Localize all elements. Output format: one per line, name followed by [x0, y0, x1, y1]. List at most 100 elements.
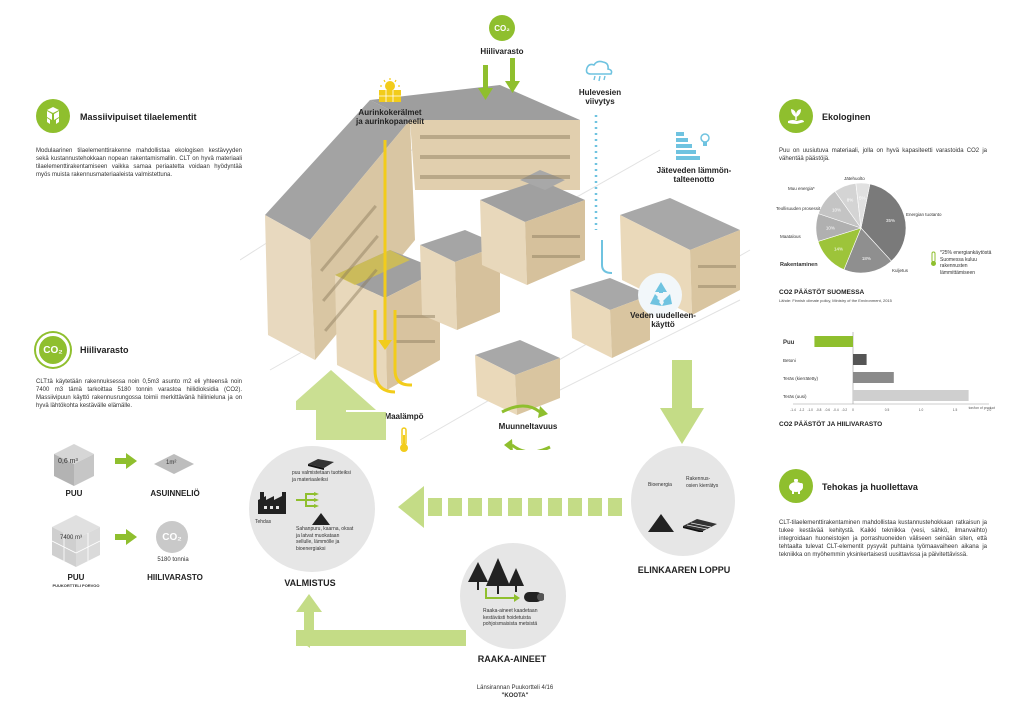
storm-label: Hulevesien viivytys [578, 88, 622, 107]
pie-slice [855, 182, 871, 229]
flow-arrow-left [296, 630, 466, 648]
massive-text: Modulaarinen tilaelementtirakenne mahdol… [36, 148, 242, 179]
carbon-title: Hiilivarasto [80, 345, 129, 355]
cube2-label: PUU [67, 573, 85, 582]
efficient-text: CLT-tilaelementtirakentaminen mahdollist… [779, 520, 987, 559]
bar-unit-label: ton/ton of product [969, 406, 995, 410]
building-illustration [240, 58, 751, 450]
co2-gray-icon: CO₂ [156, 521, 188, 553]
thermometer-icon [400, 427, 408, 452]
bar-tick-label: 1.0 [919, 408, 924, 412]
energy-rating-icon [676, 132, 710, 160]
flow-arrow-down [660, 360, 704, 444]
bar-category-label: Puu [783, 340, 795, 346]
thermometer-small-icon [931, 251, 936, 266]
raw-materials-note: Raaka-aineet kaadetaan kestävästi hoidet… [483, 608, 538, 627]
wood-stack-icon [51, 515, 101, 567]
manufacturing-title: VALMISTUS [284, 578, 336, 588]
emissions-pie-chart: 35% Energian tuotanto 18% Kuljetus 14% Rakent… [776, 176, 942, 274]
pie-category-label: Jätehuolto [844, 176, 865, 181]
log-transport-icon [485, 588, 544, 602]
plant-hand-icon [779, 99, 813, 133]
co2-value: 5180 tonnia [157, 557, 189, 563]
bar-title: CO2 PÄÄSTÖT JA HIILIVARASTO [779, 421, 883, 428]
carbon-text: CLT:tä käytetään rakennuksessa noin 0,5m… [36, 379, 242, 410]
raw-materials-circle [460, 543, 566, 649]
bar-rect [853, 390, 969, 401]
bar-rect [814, 336, 853, 347]
solar-label: Aurinkokerälmet ja aurinkopaneelit [355, 108, 425, 127]
floor-tile-icon [154, 454, 194, 474]
wood-cube-icon [54, 444, 94, 486]
bioenergy-label: Bioenergia [648, 482, 672, 488]
flexibility-label: Muunneltavuus [498, 422, 558, 431]
cube2-sub: PUUKORTTELI PORVOO [52, 583, 100, 588]
piggy-bank-icon [779, 469, 813, 503]
bar-category-label: Teräs (uusi) [783, 394, 807, 399]
pie-slice [843, 227, 892, 274]
geothermal-label: Maalämpö [384, 412, 424, 421]
pie-note: *25% energiankäytöstä Suomessa kuluu rak… [940, 250, 992, 276]
pie-category-label: Kuljetus [892, 268, 909, 273]
manufacturing-note2: Sahanpuru, kaarna, oksat ja latvat muoka… [296, 526, 354, 552]
footer-line1: Länsirannan Puukortteli 4/16 [476, 685, 554, 691]
bar-tick-label: -0.8 [816, 408, 822, 412]
sawdust-pile-icon [312, 513, 330, 525]
lumber-icon [308, 459, 334, 470]
pie-value-label: 10% [832, 208, 841, 213]
pie-source: Lähde: Finnish climate policy, Ministry … [779, 298, 892, 303]
cube1-label: PUU [65, 489, 83, 498]
bar-tick-label: 1.5 [953, 408, 958, 412]
pie-category-label: Muu energia* [788, 186, 815, 191]
flat-value: 1m² [166, 460, 177, 466]
recycle-parts-label: Rakennus-osien kierrätys [686, 476, 719, 489]
pie-value-label: 18% [862, 256, 871, 261]
massive-title: Massiivipuiset tilaelementit [80, 112, 197, 122]
pie-slice [860, 183, 907, 262]
pie-value-label: 10% [826, 226, 835, 231]
bar-tick-label: 0.5 [885, 408, 890, 412]
flat-label: ASUINNELIÖ [150, 489, 200, 498]
flow-arrow-up [296, 370, 386, 440]
flow-arrow-dotted [398, 486, 622, 528]
factory-icon [258, 492, 286, 514]
raw-materials-title: RAAKA-AINEET [477, 654, 547, 664]
forest-icon [468, 558, 524, 594]
pie-title: CO2 PÄÄSTÖT SUOMESSA [779, 289, 865, 296]
pie-category-label: Teollisuuden prosessit [776, 206, 821, 211]
end-of-life-circle [631, 446, 735, 556]
pie-category-label: Rakentaminen [780, 262, 818, 268]
timber-stack-icon [683, 519, 717, 532]
co2-top-icon: CO₂ [489, 15, 515, 41]
pie-value-label: 14% [834, 247, 843, 252]
pie-category-label: Maatalous [780, 234, 802, 239]
bar-category-label: Teräs (kierrätetty) [783, 376, 819, 381]
recycle-icon [650, 282, 672, 306]
split-arrow-icon [296, 492, 319, 508]
carbon-storage-label: Hiilivarasto [480, 47, 524, 56]
manufacturing-note1: puu valmistetaan tuotteiksi ja materiaal… [292, 470, 351, 483]
co2-label: HIILIVARASTO [147, 573, 203, 582]
bar-tick-label: -1.2 [799, 408, 805, 412]
arrow-right-icon-2 [115, 529, 137, 545]
pie-value-label: 35% [886, 218, 895, 223]
bar-tick-label: -0.2 [842, 408, 848, 412]
pellet-pile-icon [648, 514, 674, 532]
solar-panel-icon [379, 78, 401, 102]
co2-icon: CO₂ [36, 333, 70, 367]
pie-value-label: 8% [847, 197, 854, 202]
bar-tick-label: 0 [852, 408, 854, 412]
cubes-icon [36, 99, 70, 133]
cloud-rain-icon [585, 60, 613, 82]
water-reuse-label: Veden uudelleen- käyttö [630, 311, 696, 330]
flow-arrow-up-small [296, 594, 322, 644]
bar-rect [853, 354, 867, 365]
pie-category-label: Energian tuotanto [906, 212, 942, 217]
bar-tick-label: -0.4 [833, 408, 839, 412]
factory-label: Tehdas [255, 519, 272, 525]
bar-tick-label: -1.0 [807, 408, 813, 412]
arrow-right-icon [115, 453, 137, 469]
pie-value-label: 5% [859, 195, 866, 200]
bar-rect [853, 372, 894, 383]
